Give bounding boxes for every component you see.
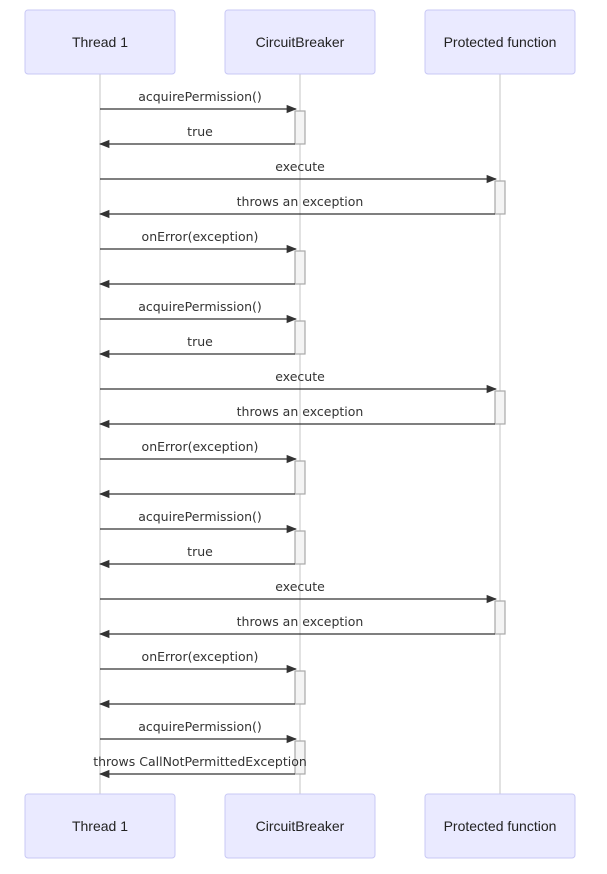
actor-label: CircuitBreaker	[256, 34, 345, 50]
actor-label: Thread 1	[72, 34, 128, 50]
message-label: onError(exception)	[142, 229, 259, 244]
activation-cb	[294, 740, 306, 775]
message-label: acquirePermission()	[138, 719, 262, 734]
actor-label: Protected function	[444, 818, 557, 834]
actor-fn-bottom: Protected function	[424, 793, 576, 859]
message-2: execute	[100, 159, 498, 184]
actor-box	[24, 9, 176, 75]
message-label: execute	[275, 369, 325, 384]
message-14: execute	[100, 579, 498, 604]
message-label: throws an exception	[237, 614, 364, 629]
actor-label: CircuitBreaker	[256, 818, 345, 834]
message-1: true	[98, 124, 295, 149]
activation-cb	[294, 250, 306, 285]
message-8: execute	[100, 369, 498, 394]
actor-cb-bottom: CircuitBreaker	[224, 793, 376, 859]
message-label: onError(exception)	[142, 439, 259, 454]
message-label: true	[187, 124, 213, 139]
actor-box	[224, 9, 376, 75]
message-9: throws an exception	[98, 404, 495, 429]
actor-cb-top: CircuitBreaker	[224, 9, 376, 75]
message-label: throws an exception	[237, 194, 364, 209]
actor-thread-bottom: Thread 1	[24, 793, 176, 859]
message-7: true	[98, 334, 295, 359]
message-label: onError(exception)	[142, 649, 259, 664]
message-label: true	[187, 544, 213, 559]
message-label: acquirePermission()	[138, 299, 262, 314]
activation-fn	[494, 180, 506, 215]
activation-fn	[494, 390, 506, 425]
actor-fn-top: Protected function	[424, 9, 576, 75]
message-label: execute	[275, 579, 325, 594]
messages: acquirePermission() true execute throws an …	[93, 89, 498, 779]
message-10: onError(exception)	[100, 439, 298, 464]
message-15: throws an exception	[98, 614, 495, 639]
activation-cb	[294, 530, 306, 565]
activations	[294, 110, 506, 775]
activation-cb	[294, 460, 306, 495]
actor-box	[424, 9, 576, 75]
actor-thread-top: Thread 1	[24, 9, 176, 75]
message-6: acquirePermission()	[100, 299, 298, 324]
message-18: acquirePermission()	[100, 719, 298, 744]
activation-cb	[294, 110, 306, 145]
message-0: acquirePermission()	[100, 89, 298, 114]
activation-cb	[294, 320, 306, 355]
actor-box	[424, 793, 576, 859]
message-3: throws an exception	[98, 194, 495, 219]
activation-fn	[494, 600, 506, 635]
message-label: acquirePermission()	[138, 89, 262, 104]
message-13: true	[98, 544, 295, 569]
message-label: execute	[275, 159, 325, 174]
message-12: acquirePermission()	[100, 509, 298, 534]
message-4: onError(exception)	[100, 229, 298, 254]
message-label: throws an exception	[237, 404, 364, 419]
message-16: onError(exception)	[100, 649, 298, 674]
message-label: throws CallNotPermittedException	[93, 754, 307, 769]
actor-label: Thread 1	[72, 818, 128, 834]
activation-cb	[294, 670, 306, 705]
message-label: true	[187, 334, 213, 349]
actor-label: Protected function	[444, 34, 557, 50]
message-19: throws CallNotPermittedException	[93, 754, 307, 779]
message-label: acquirePermission()	[138, 509, 262, 524]
actor-box	[24, 793, 176, 859]
actor-box	[224, 793, 376, 859]
